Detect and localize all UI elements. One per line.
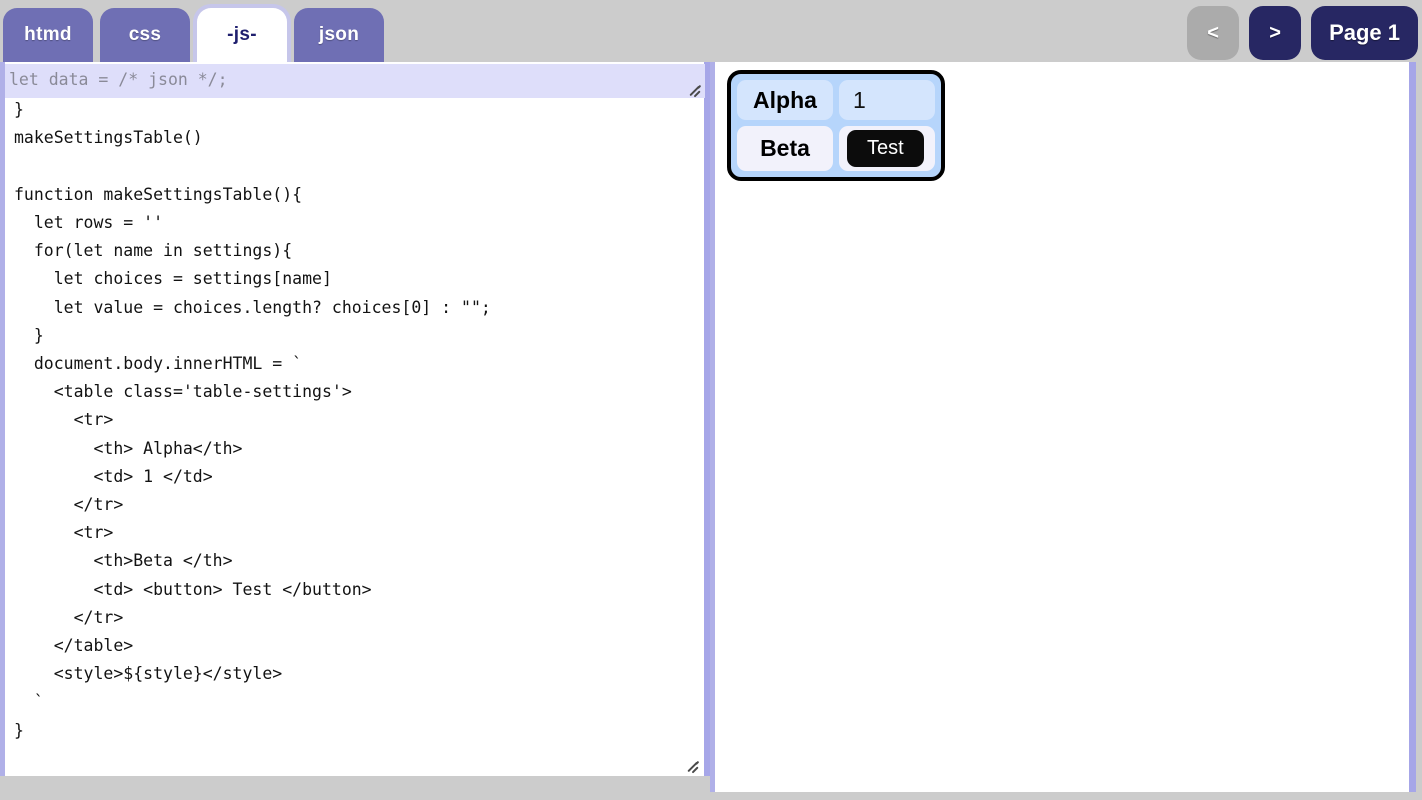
top-bar: htmd css -js- json < > Page 1 [0,0,1422,62]
preview-pane: Alpha 1 Beta Test [710,62,1422,800]
preview-frame: Alpha 1 Beta Test [710,62,1416,792]
next-page-button[interactable]: > [1249,6,1302,60]
tab-json[interactable]: json [294,8,384,62]
settings-table: Alpha 1 Beta Test [727,70,945,181]
js-code-editor[interactable] [0,62,710,776]
tab-css[interactable]: css [100,8,190,62]
editor-tab-bar: htmd css -js- json [0,8,384,62]
table-row: Alpha 1 [737,80,935,120]
test-button[interactable]: Test [847,130,924,167]
table-row: Beta Test [737,126,935,171]
json-data-input[interactable] [5,64,705,98]
settings-row-value: Test [839,126,935,171]
main-split: Alpha 1 Beta Test [0,62,1422,800]
settings-row-header: Alpha [737,80,833,120]
editor-pane [0,62,710,800]
page-indicator-button[interactable]: Page 1 [1311,6,1418,60]
settings-row-value: 1 [839,80,935,120]
tab-htmd[interactable]: htmd [3,8,93,62]
prev-page-button[interactable]: < [1187,6,1240,60]
page-navigation: < > Page 1 [1187,6,1418,60]
tab-js[interactable]: -js- [197,8,287,62]
settings-row-header: Beta [737,126,833,171]
